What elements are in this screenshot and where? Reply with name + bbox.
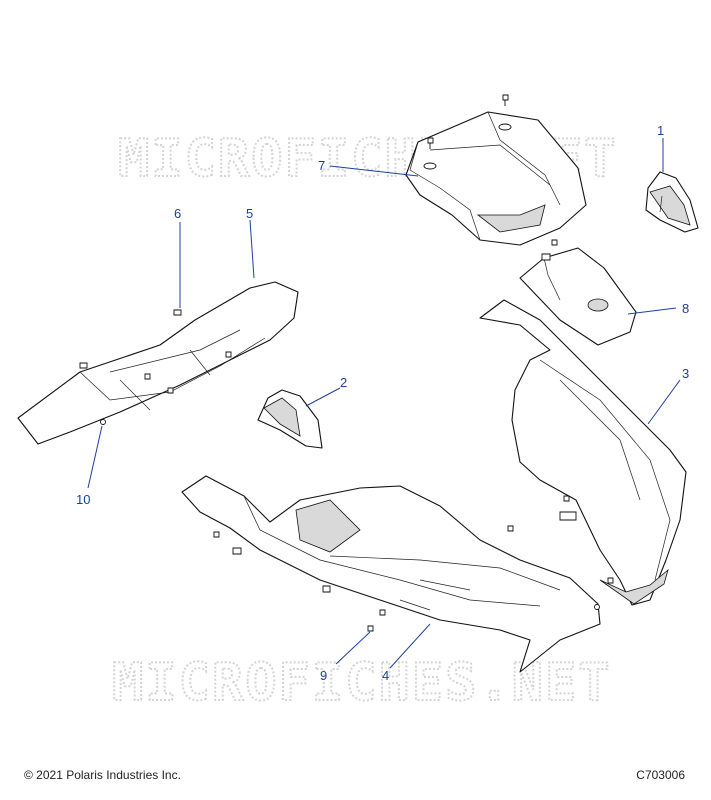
leader-7 xyxy=(329,165,419,177)
part-5-plate xyxy=(17,281,299,445)
callout-9: 9 xyxy=(320,668,327,683)
callout-3: 3 xyxy=(682,366,689,381)
copyright-text: © 2021 Polaris Industries Inc. xyxy=(24,768,181,782)
callout-6: 6 xyxy=(174,206,181,221)
part-2-bracket xyxy=(257,389,323,449)
leader-2 xyxy=(305,387,341,407)
watermark-bottom: MICROFICHES.NET xyxy=(112,653,612,713)
callout-8: 8 xyxy=(682,301,689,316)
callout-4: 4 xyxy=(382,668,389,683)
callout-2: 2 xyxy=(340,375,347,390)
part-8-panel xyxy=(519,247,637,346)
leader-8 xyxy=(627,307,677,315)
leader-9 xyxy=(335,631,371,665)
figure-code: C703006 xyxy=(636,768,685,782)
part-4-lower-fairing xyxy=(181,475,601,673)
part-7-top-cover xyxy=(405,94,587,246)
callout-5: 5 xyxy=(246,206,253,221)
callout-7: 7 xyxy=(318,158,325,173)
part-1-bracket xyxy=(645,171,699,233)
part-3-side-panel xyxy=(479,299,687,606)
callout-1: 1 xyxy=(657,123,664,138)
leader-10 xyxy=(87,425,103,489)
leader-3 xyxy=(647,379,681,425)
leader-5 xyxy=(249,219,255,279)
leader-4 xyxy=(389,623,431,669)
callout-10: 10 xyxy=(76,492,90,507)
